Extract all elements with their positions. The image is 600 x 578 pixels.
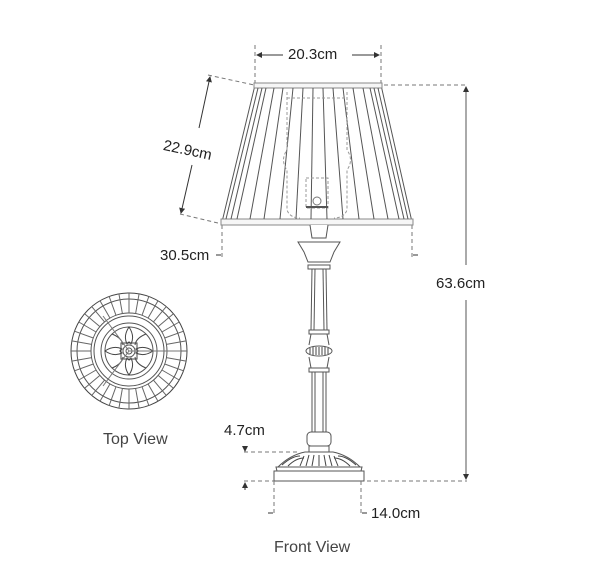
label-top-view: Top View bbox=[103, 431, 168, 448]
label-front-view: Front View bbox=[274, 539, 351, 556]
label-shade-top-width: 20.3cm bbox=[288, 46, 338, 63]
label-overall-height: 63.6cm bbox=[436, 275, 486, 292]
label-base-height: 4.7cm bbox=[224, 422, 265, 439]
dim-overall-height bbox=[360, 84, 469, 482]
dim-base bbox=[242, 446, 367, 516]
dim-shade-height bbox=[179, 74, 255, 225]
label-base-width: 14.0cm bbox=[371, 505, 421, 522]
lamp-stem bbox=[297, 224, 341, 453]
label-shade-bottom-width: 30.5cm bbox=[160, 247, 210, 264]
lamp-base bbox=[273, 451, 365, 482]
dim-shade-bottom-width bbox=[216, 225, 418, 258]
lamp-shade bbox=[220, 82, 414, 226]
top-view-drawing bbox=[70, 292, 188, 410]
